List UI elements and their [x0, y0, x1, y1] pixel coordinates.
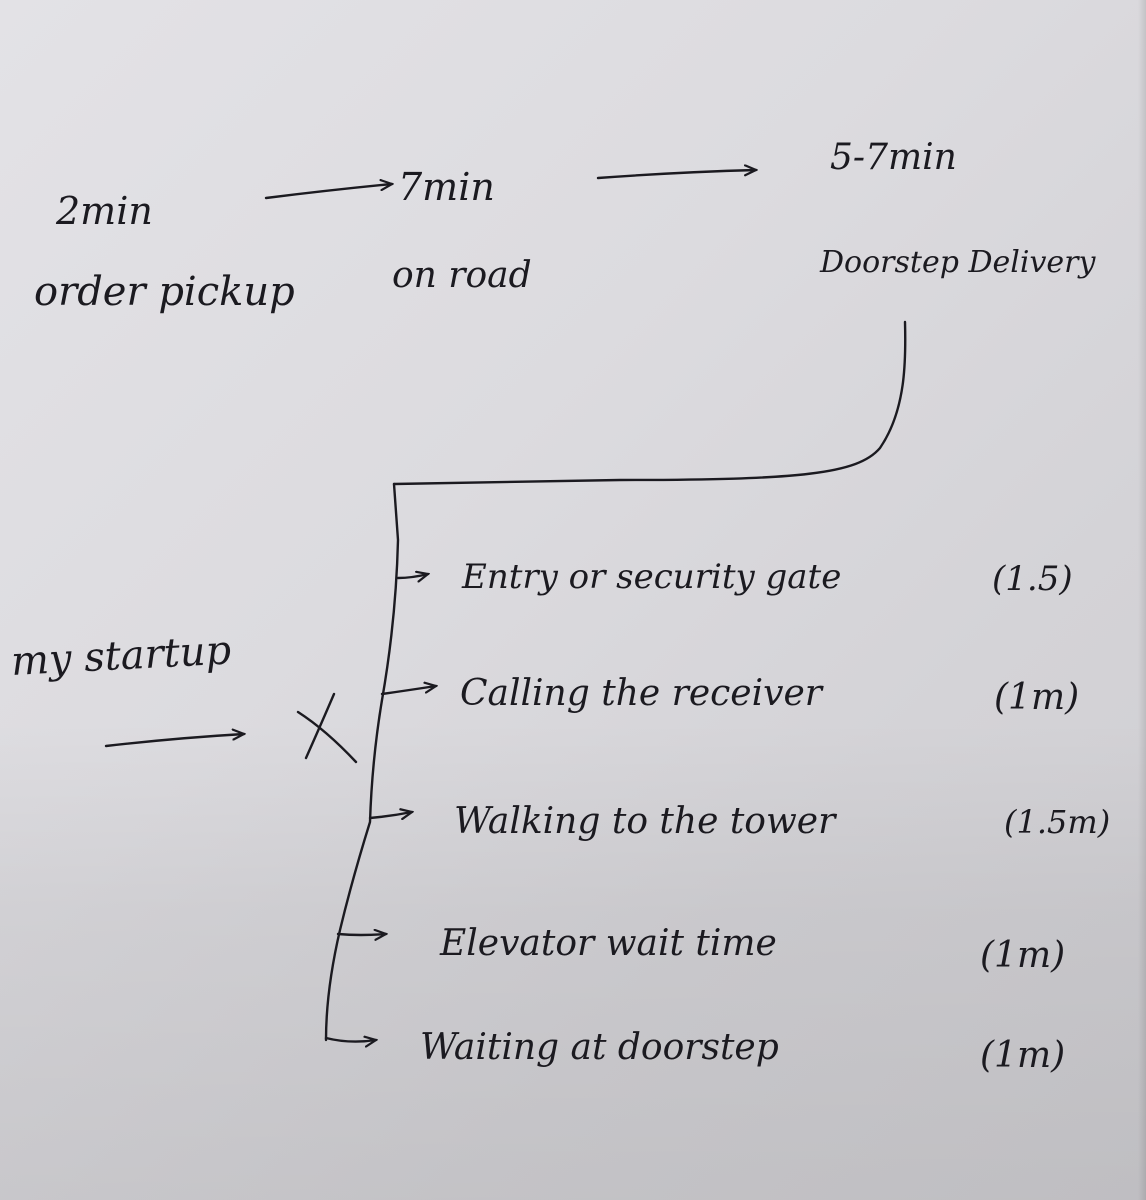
doorstep-label: Doorstep Delivery	[820, 245, 1096, 280]
doorstep-time: 5-7min	[830, 137, 957, 178]
step-time: (1m)	[980, 935, 1066, 976]
branch-arrow-1	[396, 574, 428, 578]
paper-edge	[1138, 0, 1146, 1200]
branch-arrow-3	[368, 812, 412, 818]
road-time: 7min	[398, 165, 495, 209]
startup-arrow	[104, 734, 244, 748]
road-label: on road	[392, 255, 532, 296]
step-time: (1.5)	[992, 559, 1073, 599]
branch-trunk	[324, 482, 400, 1042]
branch-arrow-4	[336, 934, 386, 935]
cross-mark-stroke-1	[296, 710, 358, 764]
branch-arrow-5	[324, 1038, 376, 1042]
arrow-road-to-doorstep	[596, 170, 756, 180]
step-label: Elevator wait time	[440, 923, 777, 964]
pickup-time: 2min	[56, 189, 153, 233]
arrow-pickup-to-road	[264, 184, 392, 200]
paper-shadow	[0, 720, 1146, 1200]
doorstep-connector	[392, 320, 907, 486]
step-label: Waiting at doorstep	[420, 1027, 779, 1068]
step-time: (1m)	[980, 1035, 1066, 1076]
step-label: Entry or security gate	[462, 557, 842, 597]
step-time: (1m)	[994, 677, 1080, 718]
pickup-label: order pickup	[34, 269, 295, 315]
step-label: Walking to the tower	[454, 801, 836, 842]
branch-arrow-2	[380, 686, 436, 696]
step-label: Calling the receiver	[460, 673, 822, 714]
step-time: (1.5m)	[1004, 803, 1111, 841]
startup-label: my startup	[9, 627, 233, 685]
cross-mark-stroke-2	[304, 692, 336, 760]
